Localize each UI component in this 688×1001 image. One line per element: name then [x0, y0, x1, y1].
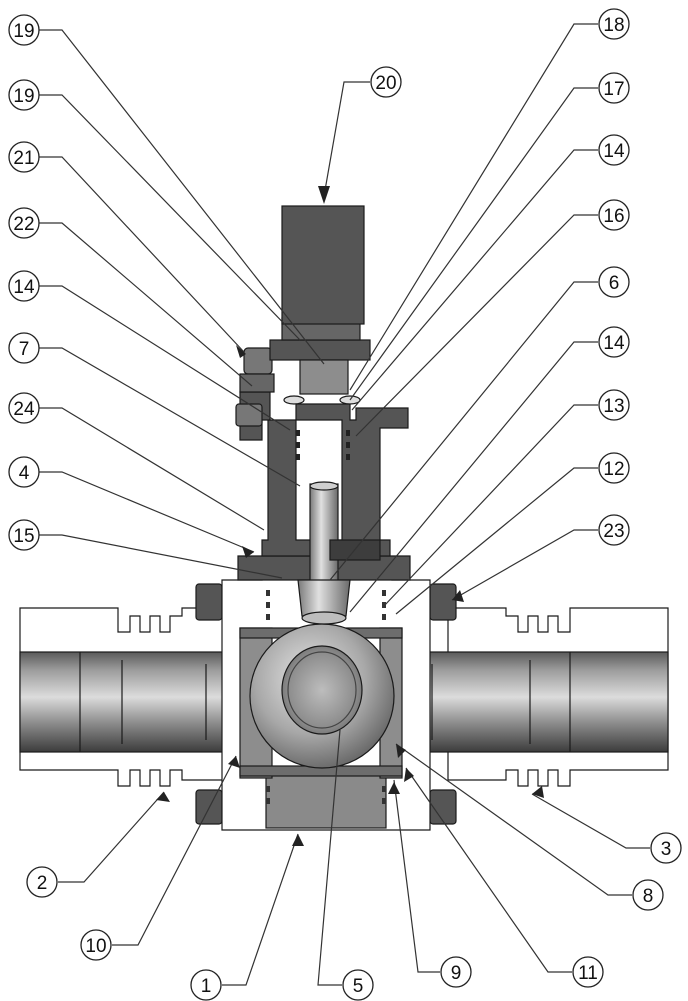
callout-number: 13	[603, 396, 624, 417]
callout-circle	[598, 72, 630, 104]
bolt-head	[243, 347, 273, 375]
callout-circle	[598, 514, 630, 546]
callout-number: 4	[19, 463, 30, 484]
callout-number: 18	[603, 15, 624, 36]
right-union-nut-bottom	[429, 789, 457, 825]
callout-2: 2	[26, 866, 58, 898]
callout-circle	[650, 832, 682, 864]
callout-circle	[598, 134, 630, 166]
right-union-nut-top	[429, 583, 457, 621]
callout-number: 22	[13, 214, 34, 235]
callout-circle	[342, 969, 374, 1001]
callout-circle	[8, 456, 40, 488]
callout-number: 5	[353, 976, 364, 997]
callout-24: 24	[8, 392, 40, 424]
valve-body	[19, 205, 669, 831]
callout-number: 2	[37, 873, 48, 894]
callout-circle	[190, 969, 222, 1001]
callout-number: 12	[603, 459, 624, 480]
callout-14: 14	[598, 326, 630, 358]
callout-14: 14	[598, 134, 630, 166]
callout-number: 14	[13, 277, 35, 298]
callout-number: 7	[19, 339, 30, 360]
callout-circle	[632, 879, 664, 911]
callout-22: 22	[8, 207, 40, 239]
callout-1: 1	[190, 969, 222, 1001]
callout-circle	[8, 14, 40, 46]
callout-number: 6	[609, 273, 620, 294]
callout-circle	[8, 79, 40, 111]
callout-number: 1	[201, 976, 212, 997]
callout-23: 23	[598, 514, 630, 546]
callout-circle	[8, 332, 40, 364]
actuator-mount-plate	[269, 339, 371, 361]
callout-number: 20	[375, 73, 396, 94]
callout-13: 13	[598, 389, 630, 421]
callout-4: 4	[8, 456, 40, 488]
callout-18: 18	[598, 8, 630, 40]
callout-21: 21	[8, 141, 40, 173]
left-union-nut-top	[195, 583, 223, 621]
right-pipe-bore	[399, 651, 669, 753]
callout-circle	[572, 956, 604, 988]
callout-circle	[8, 207, 40, 239]
callout-circle	[598, 8, 630, 40]
callout-circle	[598, 326, 630, 358]
callout-15: 15	[8, 519, 40, 551]
callout-5: 5	[342, 969, 374, 1001]
callout-number: 14	[603, 333, 625, 354]
callout-circle	[598, 452, 630, 484]
callout-6: 6	[598, 266, 630, 298]
callout-number: 14	[603, 141, 625, 162]
callout-number: 9	[451, 963, 462, 984]
callout-number: 8	[643, 886, 654, 907]
callout-17: 17	[598, 72, 630, 104]
callout-number: 15	[13, 526, 34, 547]
leader-arrowheads	[156, 186, 544, 846]
ball-bore	[281, 645, 363, 735]
callout-number: 19	[13, 86, 34, 107]
stem-collar	[297, 579, 351, 617]
callout-circle	[440, 956, 472, 988]
stem	[309, 483, 339, 595]
callout-3: 3	[650, 832, 682, 864]
callout-7: 7	[8, 332, 40, 364]
callout-number: 19	[13, 21, 34, 42]
o-ring-marks	[266, 590, 386, 804]
callout-16: 16	[598, 199, 630, 231]
callout-labels: 1919212214724415201817141661413122332101…	[8, 8, 682, 1001]
leader-lines	[38, 23, 650, 986]
callout-circle	[26, 866, 58, 898]
callout-number: 16	[603, 206, 624, 227]
callout-circle	[80, 929, 112, 961]
actuator	[281, 205, 365, 325]
callout-number: 10	[85, 936, 106, 957]
callout-circle	[598, 389, 630, 421]
callout-10: 10	[80, 929, 112, 961]
callout-circle	[598, 266, 630, 298]
callout-number: 23	[603, 521, 624, 542]
callout-circle	[8, 392, 40, 424]
callout-circle	[370, 66, 402, 98]
callout-14: 14	[8, 270, 40, 302]
callout-20: 20	[370, 66, 402, 98]
callout-number: 11	[578, 963, 598, 984]
callout-9: 9	[440, 956, 472, 988]
callout-number: 17	[603, 79, 624, 100]
left-pipe-bore	[19, 651, 241, 753]
callout-number: 21	[13, 148, 34, 169]
body-bottom-plug	[265, 769, 387, 829]
callout-19: 19	[8, 79, 40, 111]
callout-circle	[8, 519, 40, 551]
callout-circle	[8, 270, 40, 302]
callout-19: 19	[8, 14, 40, 46]
callout-number: 24	[13, 399, 35, 420]
callout-11: 11	[572, 956, 604, 988]
callout-8: 8	[632, 879, 664, 911]
callout-circle	[598, 199, 630, 231]
callout-number: 3	[661, 839, 672, 860]
callout-circle	[8, 141, 40, 173]
callout-12: 12	[598, 452, 630, 484]
